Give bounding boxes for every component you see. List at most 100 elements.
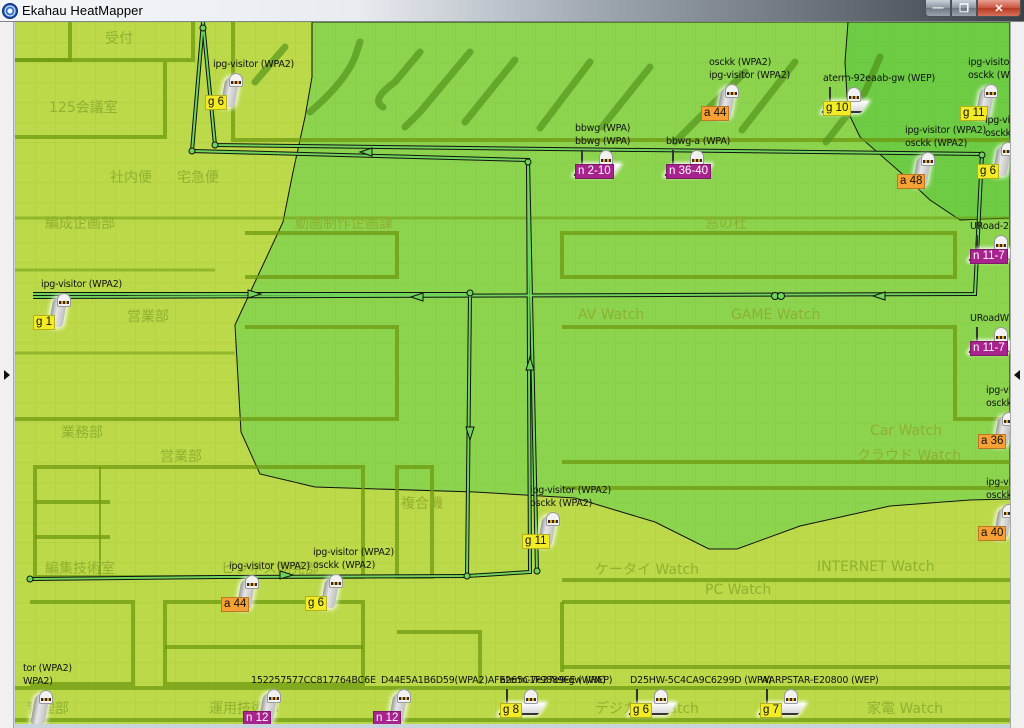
room-label: 複合機 — [401, 496, 443, 512]
ssid-label: ipg-visitor — [986, 477, 1010, 488]
lock-icon — [1001, 142, 1010, 156]
wireless-router-icon[interactable] — [967, 233, 1010, 263]
lock-icon — [229, 73, 243, 87]
expand-left-panel-arrow-icon[interactable] — [4, 370, 10, 380]
restore-icon: ❐ — [959, 2, 969, 15]
channel-badge: a 40 — [978, 526, 1007, 541]
antenna-icon — [672, 150, 674, 166]
channel-badge: g 6 — [630, 703, 652, 718]
channel-badge: g 6 — [305, 596, 327, 611]
title-bar[interactable]: Ekahau HeatMapper — ❐ ✕ — [0, 0, 1024, 22]
ekahau-app-icon[interactable] — [2, 3, 18, 19]
room-label: GAME Watch — [731, 307, 821, 323]
close-icon: ✕ — [994, 2, 1004, 15]
close-button[interactable]: ✕ — [977, 0, 1021, 17]
antenna-icon — [636, 689, 638, 705]
lock-icon — [690, 150, 704, 165]
room-label: 編集技術室 — [45, 561, 115, 577]
access-point-tower-icon[interactable] — [993, 410, 1010, 448]
ssid-label: WPA2) — [23, 676, 53, 687]
channel-badge: g 7 — [760, 703, 782, 718]
access-point-tower-icon[interactable] — [993, 502, 1010, 540]
expand-right-panel-arrow-icon[interactable] — [1014, 370, 1020, 380]
antenna-icon — [976, 235, 978, 251]
lock-icon — [57, 293, 71, 307]
window-title: Ekahau HeatMapper — [22, 3, 143, 18]
ssid-label: ipg-visitor — [986, 385, 1010, 396]
room-label: 社内便 — [110, 170, 152, 186]
access-point-tower-icon[interactable] — [320, 572, 343, 610]
lock-icon — [921, 152, 935, 166]
antenna-icon — [976, 327, 978, 343]
channel-badge: a 44 — [221, 597, 250, 612]
ssid-label: 152257577CC817764BC6E — [251, 675, 376, 686]
ssid-label: aterm-7e27e9-gw (WEP) — [500, 675, 613, 686]
wireless-router-icon[interactable] — [757, 687, 807, 717]
ssid-label: osckk (WPA2) — [313, 560, 376, 571]
lock-icon — [1002, 504, 1010, 518]
floorplan-walls — [15, 22, 1010, 722]
ssid-label: ipg-visitor (WPA2) — [41, 279, 123, 290]
lock-icon — [599, 150, 613, 165]
access-point-tower-icon[interactable] — [236, 573, 259, 611]
ssid-label: ipg-visitor (WPA2) — [905, 125, 987, 136]
wireless-router-icon[interactable] — [627, 687, 677, 717]
maximize-button[interactable]: ❐ — [951, 0, 977, 17]
channel-badge: g 6 — [977, 164, 999, 179]
minimize-icon: — — [932, 2, 944, 14]
room-label: クラウド Watch — [857, 448, 962, 464]
ssid-label: osckk (WPA2) — [985, 128, 1010, 139]
lock-icon — [654, 689, 668, 704]
ssid-label: bbwg-a (WPA) — [666, 136, 731, 147]
ssid-label: aterm-92eaab-gw (WEP) — [823, 73, 936, 84]
access-point-tower-icon[interactable] — [992, 140, 1010, 178]
ssid-label: osckk (WPA2) — [709, 57, 772, 68]
channel-badge: a 48 — [897, 174, 926, 189]
channel-badge: n 11-7 — [970, 341, 1008, 356]
window-controls: — ❐ ✕ — [925, 0, 1021, 19]
lock-icon — [725, 84, 739, 98]
channel-badge: g 11 — [960, 106, 988, 121]
lock-icon — [784, 689, 798, 704]
wireless-router-icon[interactable] — [820, 85, 870, 115]
access-point-tower-icon[interactable] — [30, 688, 53, 724]
lock-icon — [245, 575, 259, 589]
ssid-label: osckk (WPA2) — [530, 498, 593, 509]
access-point-tower-icon[interactable] — [48, 291, 71, 329]
access-point-tower-icon[interactable] — [975, 82, 998, 120]
lock-icon — [397, 689, 411, 703]
survey-waypoints — [26, 24, 986, 583]
access-point-tower-icon[interactable] — [537, 510, 560, 548]
room-label: 125会議室 — [49, 100, 118, 116]
channel-badge: n 12 — [243, 711, 272, 724]
ssid-label: ipg-visitor (WPA2) — [968, 57, 1010, 68]
ssid-label: URoadWF — [970, 313, 1010, 324]
minimize-button[interactable]: — — [925, 0, 951, 17]
access-point-tower-icon[interactable] — [220, 71, 243, 109]
room-label: 家電 Watch — [867, 701, 944, 717]
channel-badge: n 2-10 — [575, 164, 614, 179]
channel-badge: g 6 — [205, 95, 227, 110]
ssid-label: osckk (WPA2) — [968, 70, 1010, 81]
ssid-label: D25HW-5C4CA9C6299D (WPA) — [630, 675, 772, 686]
access-point-tower-icon[interactable] — [258, 687, 281, 724]
channel-badge: a 36 — [978, 434, 1007, 449]
channel-badge: n 11-7 — [970, 249, 1008, 264]
access-point-tower-icon[interactable] — [912, 150, 935, 188]
channel-badge: g 10 — [823, 101, 852, 116]
right-panel-collapsed — [1010, 22, 1024, 728]
lock-icon — [984, 84, 998, 98]
lock-icon — [994, 235, 1008, 250]
channel-badge: a 44 — [701, 106, 730, 121]
ssid-label: WARPSTAR-E20800 (WEP) — [760, 675, 879, 686]
lock-icon — [1002, 412, 1010, 426]
room-label: 営業部 — [160, 449, 202, 465]
room-label: 編成企画部 — [45, 216, 115, 232]
access-point-tower-icon[interactable] — [388, 687, 411, 724]
access-point-tower-icon[interactable] — [716, 82, 739, 120]
wireless-router-icon[interactable] — [663, 148, 713, 178]
wireless-router-icon[interactable] — [497, 687, 547, 717]
room-label: AV Watch — [578, 307, 645, 323]
